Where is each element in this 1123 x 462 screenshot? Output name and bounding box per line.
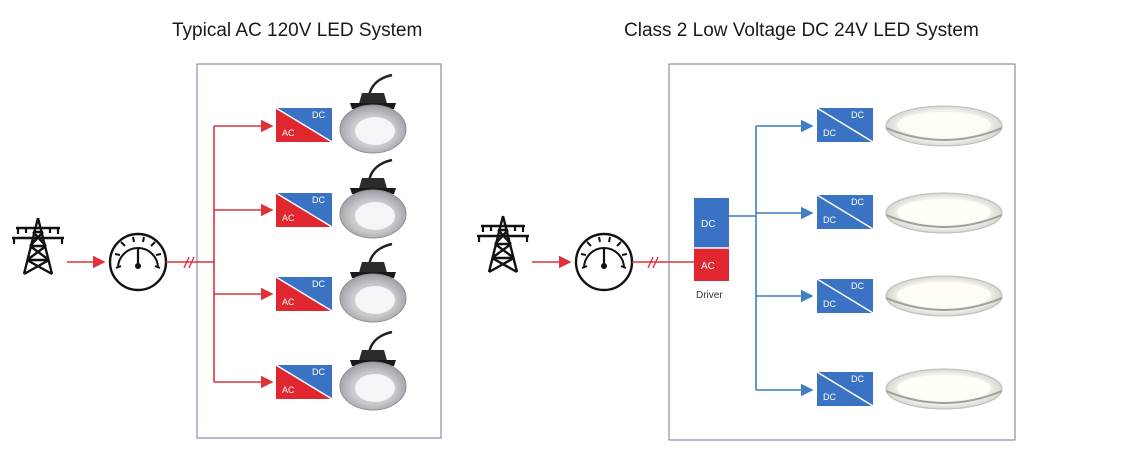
driver-block: DC AC: [694, 198, 729, 281]
left-system-title: Typical AC 120V LED System: [172, 20, 423, 41]
left-branch-1: DC AC: [214, 73, 408, 155]
left-branch-4: DC AC: [214, 330, 408, 412]
right-dc-dc-converter-icon: DC DC: [816, 371, 874, 407]
driver-bottom-label: AC: [701, 261, 715, 272]
electric-meter-icon: [574, 232, 634, 292]
converter-top-label: DC: [312, 195, 325, 205]
left-ac-dc-converter-icon: DC AC: [275, 276, 333, 312]
converter-top-label: DC: [851, 281, 864, 291]
left-ac-dc-converter-icon: DC AC: [275, 107, 333, 143]
converter-top-label: DC: [851, 374, 864, 384]
right-system-title: Class 2 Low Voltage DC 24V LED System: [624, 20, 979, 41]
converter-top-label: DC: [851, 110, 864, 120]
converter-bottom-label: AC: [282, 297, 295, 307]
power-tower-icon: [10, 216, 66, 276]
left-branch-2: DC AC: [214, 158, 408, 240]
disk-light-icon: [885, 368, 1003, 410]
right-dc-dc-converter-icon: DC DC: [816, 107, 874, 143]
converter-top-label: DC: [312, 279, 325, 289]
converter-bottom-label: DC: [823, 392, 836, 402]
converter-bottom-label: DC: [823, 299, 836, 309]
converter-bottom-label: AC: [282, 385, 295, 395]
electric-meter-icon: [108, 232, 168, 292]
right-branch-1: DC DC: [756, 105, 1003, 147]
right-branch-3: DC DC: [756, 275, 1003, 317]
converter-bottom-label: DC: [823, 128, 836, 138]
converter-top-label: DC: [312, 110, 325, 120]
left-wire-break-mark: [183, 256, 195, 269]
converter-top-label: DC: [312, 367, 325, 377]
disk-light-icon: [885, 275, 1003, 317]
converter-bottom-label: AC: [282, 128, 295, 138]
driver-top-label: DC: [701, 219, 715, 230]
right-dc-dc-converter-icon: DC DC: [816, 194, 874, 230]
left-ac-dc-converter-icon: DC AC: [275, 364, 333, 400]
right-branch-2: DC DC: [756, 192, 1003, 234]
driver-caption: Driver: [696, 290, 723, 301]
left-ac-dc-converter-icon: DC AC: [275, 192, 333, 228]
power-tower-icon: [475, 214, 531, 274]
right-branch-4: DC DC: [756, 368, 1003, 410]
left-branch-3: DC AC: [214, 242, 408, 324]
converter-bottom-label: DC: [823, 215, 836, 225]
disk-light-icon: [885, 105, 1003, 147]
converter-bottom-label: AC: [282, 213, 295, 223]
right-dc-dc-converter-icon: DC DC: [816, 278, 874, 314]
disk-light-icon: [885, 192, 1003, 234]
converter-top-label: DC: [851, 197, 864, 207]
right-wire-break-mark: [647, 256, 659, 269]
